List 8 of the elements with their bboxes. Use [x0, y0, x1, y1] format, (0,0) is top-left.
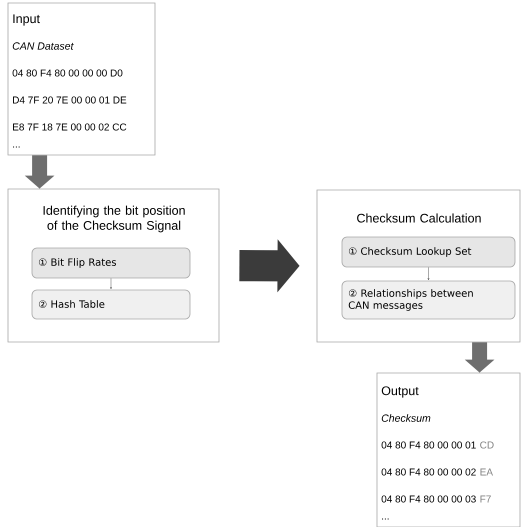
input-box: Input CAN Dataset 04 80 F4 80 00 00 00 D0 D4 7F 20 7E 00 00 01 DE E8 7F 18 7E 00 00 02 CC ... [8, 2, 156, 156]
arrow [428, 267, 430, 280]
substep-box: ② Relationships between CAN messages [342, 280, 516, 320]
substep-box: ① Bit Flip Rates [32, 248, 190, 278]
substep-box: ① Checksum Lookup Set [342, 236, 516, 268]
arrow [110, 278, 112, 290]
substep-box: ② Hash Table [32, 290, 190, 320]
output-box: Output Checksum 04 80 F4 80 00 00 01 CD 04 80 F4 80 00 00 02 EA 04 80 F4 80 00 00 03 F7 ... [376, 372, 520, 527]
